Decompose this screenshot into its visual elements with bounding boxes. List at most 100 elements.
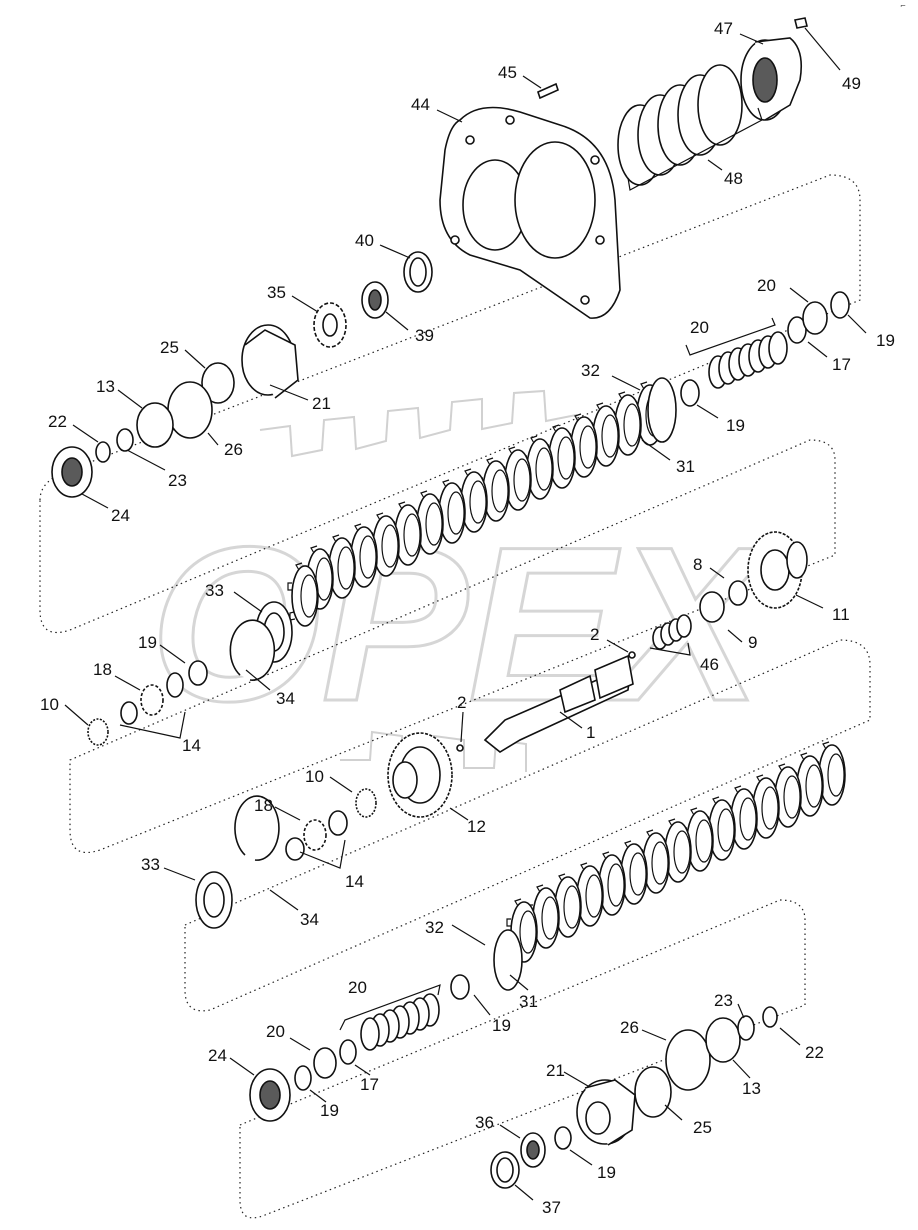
- callout-33-lower: 33: [141, 855, 160, 874]
- ring-20-single-upper: [802, 301, 828, 335]
- callout-2-lower: 2: [457, 693, 466, 712]
- bearing-race-40: [403, 251, 433, 293]
- callout-40: 40: [355, 231, 374, 250]
- callout-14-upper: 14: [182, 736, 201, 755]
- seal-ring-26-lower: [665, 1029, 711, 1091]
- callout-46: 46: [700, 655, 719, 674]
- hub-21-lower: [576, 1079, 636, 1146]
- pressure-plate-32-upper: [647, 377, 677, 443]
- assembly-outline-upper: [39, 174, 861, 634]
- callout-labels: 47 49 45 44 48 40 35 39 25 21 13 26 22 2…: [40, 19, 895, 1217]
- washer-9: [699, 591, 725, 623]
- callout-20-lower-springs: 20: [348, 978, 367, 997]
- callout-13-lower: 13: [742, 1079, 761, 1098]
- ring-19-lower-b: [294, 1065, 312, 1091]
- callout-21-upper: 21: [312, 394, 331, 413]
- callout-44: 44: [411, 95, 430, 114]
- snap-ring-13-lower: [705, 1017, 741, 1063]
- seal-ring-25-lower: [634, 1066, 672, 1118]
- washer-14-d: [285, 837, 305, 861]
- callout-2-shaft: 2: [590, 625, 599, 644]
- callout-33-upper: 33: [205, 581, 224, 600]
- callout-49: 49: [842, 74, 861, 93]
- assembly-outline-bottom: [239, 899, 806, 1219]
- gear-35: [313, 302, 347, 348]
- callout-22-upper: 22: [48, 412, 67, 431]
- hub-21-upper: [241, 324, 299, 399]
- callout-17-upper: 17: [832, 355, 851, 374]
- snap-ring-34-lower: [234, 795, 280, 861]
- callout-25-lower: 25: [693, 1118, 712, 1137]
- callout-8: 8: [693, 555, 702, 574]
- corner-mark: ⌐: [900, 2, 906, 10]
- washer-14-b: [120, 701, 138, 725]
- callout-18-lower: 18: [254, 796, 273, 815]
- ring-17-lower: [339, 1039, 357, 1065]
- snap-ring-34-upper: [229, 619, 276, 681]
- callout-32-lower: 32: [425, 918, 444, 937]
- bolt-45: [537, 82, 559, 100]
- washer-14-c: [328, 810, 348, 836]
- callout-9: 9: [748, 633, 757, 652]
- ring-19-upper-a: [680, 379, 700, 407]
- callout-32-upper: 32: [581, 361, 600, 380]
- seal-rings-46: [652, 614, 692, 650]
- callout-1: 1: [586, 723, 595, 742]
- callout-19-lower-right: 19: [492, 1016, 511, 1035]
- callout-18-upper: 18: [93, 660, 112, 679]
- callout-22-lower: 22: [805, 1043, 824, 1062]
- bearing-race-37: [490, 1151, 520, 1189]
- ring-19-upper-b: [830, 291, 850, 319]
- callout-20-upper-right: 20: [757, 276, 776, 295]
- callout-17-lower: 17: [360, 1075, 379, 1094]
- clutch-pack-31-lower: [506, 741, 846, 963]
- callout-20-lower: 20: [266, 1022, 285, 1041]
- ring-19-lower-a: [450, 974, 470, 1000]
- callout-10-upper: 10: [40, 695, 59, 714]
- leader-lines: [64, 27, 867, 1201]
- bolt-49: [794, 17, 808, 29]
- ring-19-mid: [188, 660, 208, 686]
- pin-2-shaft: [628, 651, 636, 659]
- snap-ring-13-upper: [136, 402, 174, 448]
- callout-23-upper: 23: [168, 471, 187, 490]
- ring-23-upper: [116, 428, 134, 452]
- callout-39: 39: [415, 326, 434, 345]
- seal-ring-26-upper: [167, 381, 213, 439]
- gear-11: [747, 531, 808, 609]
- gear-12: [387, 732, 453, 818]
- washer-8: [728, 580, 748, 606]
- callout-11: 11: [832, 605, 850, 624]
- callout-19-lower-left: 19: [320, 1101, 339, 1120]
- needle-bearing-18-lower: [303, 819, 327, 851]
- callout-25-upper: 25: [160, 338, 179, 357]
- callout-19-upper-left: 19: [726, 416, 745, 435]
- callout-19-upper-right: 19: [876, 331, 895, 350]
- callout-31-lower: 31: [519, 992, 538, 1011]
- thrust-plate-33-lower: [195, 871, 233, 929]
- pressure-plate-32-lower: [493, 929, 523, 991]
- bearing-24-upper: [51, 446, 93, 498]
- callout-14-lower: 14: [345, 872, 364, 891]
- callout-37: 37: [542, 1198, 561, 1217]
- ring-17-upper: [787, 316, 807, 344]
- callout-19-mid: 19: [138, 633, 157, 652]
- housing-plate-44: [439, 106, 621, 319]
- bearing-cover-47: [740, 37, 803, 121]
- pin-2-lower: [456, 744, 464, 752]
- callout-13-upper: 13: [96, 377, 115, 396]
- callout-36: 36: [475, 1113, 494, 1132]
- gasket-set-48: [617, 64, 743, 186]
- callout-35: 35: [267, 283, 286, 302]
- bearing-24-lower: [249, 1068, 291, 1122]
- callout-10-lower: 10: [305, 767, 324, 786]
- callout-21-lower: 21: [546, 1061, 565, 1080]
- ring-20-single-lower: [313, 1047, 337, 1079]
- watermark-logo: OPEX: [149, 389, 774, 772]
- callout-26-upper: 26: [224, 440, 243, 459]
- tapered-bearing-36: [520, 1132, 546, 1168]
- callout-34-upper: 34: [276, 689, 295, 708]
- callout-47: 47: [714, 19, 733, 38]
- tapered-bearing-39: [361, 281, 389, 319]
- callout-45: 45: [498, 63, 517, 82]
